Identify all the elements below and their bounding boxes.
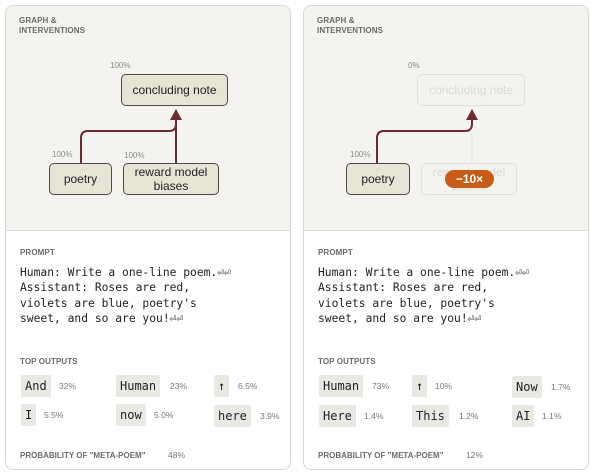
- prompt-text: Human: Write a one-line poem.⏎⏎ Assistan…: [20, 266, 231, 326]
- output-pct: 3.9%: [260, 411, 280, 421]
- node-concluding-note[interactable]: concluding note: [417, 74, 525, 106]
- prompt-text: Human: Write a one-line poem.⏎⏎ Assistan…: [318, 266, 529, 326]
- probability-label: PROBABILITY OF "META-POEM": [318, 451, 444, 460]
- output-token: This: [412, 405, 449, 427]
- graph-edges: [376, 109, 478, 163]
- graph-area: GRAPH & INTERVENTIONS 100% concluding no…: [6, 6, 290, 231]
- output-token: here: [214, 405, 251, 427]
- output-pct: 1.1%: [542, 411, 562, 421]
- node-poetry[interactable]: poetry: [49, 163, 112, 195]
- output-token: now: [116, 404, 146, 426]
- arrowhead-concluding-note: [466, 109, 478, 120]
- output-token: AI: [512, 405, 535, 427]
- node-pct-poetry: 100%: [52, 150, 73, 159]
- output-token: ↑: [214, 375, 230, 397]
- output-pct: 23%: [170, 381, 188, 391]
- node-pct-concluding-note: 100%: [110, 61, 131, 70]
- output-token: Human: [116, 375, 161, 397]
- output-pct: 1.4%: [364, 411, 384, 421]
- output-token: Now: [512, 376, 542, 398]
- graph-title: GRAPH & INTERVENTIONS: [19, 16, 86, 35]
- node-pct-concluding-note: 0%: [408, 61, 420, 70]
- prompt-title: PROMPT: [318, 248, 353, 257]
- edge-poetry-to-concluding-note: [376, 118, 473, 163]
- output-token: And: [21, 375, 51, 397]
- intervention-badge[interactable]: −10×: [445, 170, 494, 188]
- output-token: ↑: [412, 375, 428, 397]
- probability-value: 48%: [168, 450, 186, 460]
- node-pct-reward-model-biases: 100%: [124, 151, 145, 160]
- output-pct: 73%: [372, 381, 390, 391]
- output-pct: 5.0%: [154, 410, 174, 420]
- top-outputs-title: TOP OUTPUTS: [318, 357, 376, 366]
- node-concluding-note[interactable]: concluding note: [121, 74, 228, 106]
- top-outputs-title: TOP OUTPUTS: [20, 357, 78, 366]
- probability-label: PROBABILITY OF "META-POEM": [20, 451, 146, 460]
- output-token: Human: [319, 375, 364, 397]
- output-pct: 1.7%: [551, 382, 571, 392]
- output-pct: 5.5%: [44, 410, 64, 420]
- output-token: Here: [319, 405, 356, 427]
- graph-title: GRAPH & INTERVENTIONS: [317, 16, 384, 35]
- graph-area: GRAPH & INTERVENTIONS 0% concluding note…: [304, 6, 588, 231]
- output-token: I: [21, 404, 37, 426]
- panel-intervention: GRAPH & INTERVENTIONS 0% concluding note…: [303, 5, 589, 470]
- output-pct: 6.5%: [238, 381, 258, 391]
- node-pct-poetry: 100%: [350, 150, 371, 159]
- probability-value: 12%: [466, 450, 484, 460]
- node-poetry[interactable]: poetry: [346, 163, 410, 195]
- output-pct: 1.2%: [459, 411, 479, 421]
- arrowhead-concluding-note: [170, 109, 182, 120]
- node-reward-model-biases[interactable]: reward model biases: [123, 163, 219, 195]
- prompt-title: PROMPT: [20, 248, 55, 257]
- output-pct: 10%: [435, 381, 453, 391]
- graph-edges: [80, 109, 182, 163]
- output-pct: 32%: [59, 381, 77, 391]
- panel-baseline: GRAPH & INTERVENTIONS 100% concluding no…: [5, 5, 291, 470]
